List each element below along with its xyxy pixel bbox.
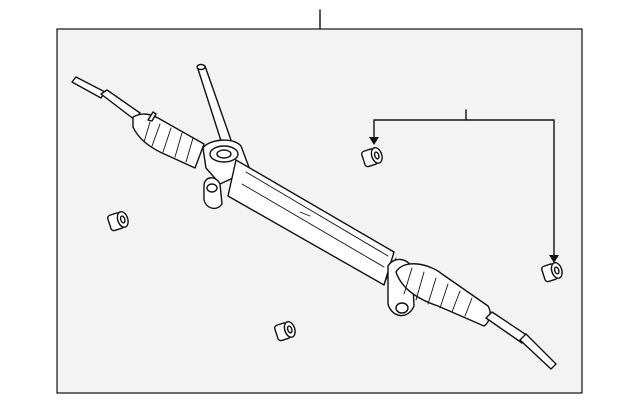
steering-gear-assembly — [71, 63, 557, 370]
arrow-head-right — [549, 255, 559, 263]
mount-bushing-left — [107, 210, 129, 232]
mount-bushing-lower-right — [541, 261, 563, 283]
bushing-callout-bracket — [369, 109, 559, 263]
mount-bushing-upper-right — [361, 146, 383, 168]
mount-bushing-bottom — [274, 320, 296, 342]
arrow-head-left — [369, 137, 379, 145]
